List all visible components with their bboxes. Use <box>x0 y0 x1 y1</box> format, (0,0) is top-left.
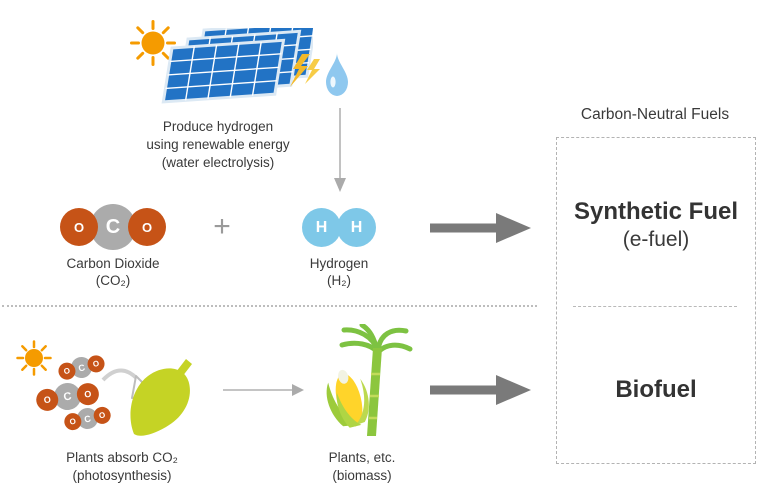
co2-molecule-icon: C O O <box>60 204 166 250</box>
renewable-caption-line3: (water electrolysis) <box>161 155 275 170</box>
co2-formula: (CO₂) <box>95 273 131 288</box>
oxygen-atom-left: O <box>60 208 98 246</box>
renewable-caption-line2: using renewable energy <box>146 137 290 152</box>
hydrogen-atom-label: H <box>350 218 363 236</box>
h2-formula: (H₂) <box>327 273 351 288</box>
biomass-label-line1: Plants, etc. <box>328 450 396 465</box>
absorb-label-line2: (photosynthesis) <box>72 468 172 483</box>
box-divider <box>573 306 737 307</box>
biomass-plant-icon <box>326 324 413 436</box>
synthetic-fuel-name: Synthetic Fuel <box>573 198 739 225</box>
thick-right-arrow-top-icon <box>430 213 531 243</box>
output-box-title: Carbon-Neutral Fuels <box>580 106 730 123</box>
h2-label: Hydrogen <box>309 256 369 271</box>
co2-label: Carbon Dioxide <box>66 256 160 271</box>
down-arrow-icon <box>334 108 346 192</box>
oxygen-atom-right: O <box>128 208 166 246</box>
hydrogen-atom-left: H <box>302 208 341 247</box>
leaf-icon <box>130 359 192 436</box>
thin-right-arrow-icon <box>223 384 304 396</box>
sun-icon <box>130 20 176 66</box>
water-drop-icon <box>326 53 348 96</box>
absorb-label-line1: Plants absorb CO₂ <box>66 450 178 465</box>
thick-right-arrow-bottom-icon <box>430 375 531 405</box>
sun-small-icon <box>16 340 52 376</box>
section-separator <box>2 305 537 307</box>
plus-sign: + <box>213 210 231 243</box>
biofuel-name: Biofuel <box>615 376 697 403</box>
oxygen-atom-label: O <box>141 219 153 235</box>
carbon-atom-label: C <box>105 215 121 238</box>
hydrogen-atom-right: H <box>337 208 376 247</box>
oxygen-atom-label: O <box>73 219 85 235</box>
h2-molecule-icon: H H <box>302 208 376 247</box>
renewable-caption-line1: Produce hydrogen <box>162 119 274 134</box>
hydrogen-atom-label: H <box>315 218 328 236</box>
lightning-icon <box>290 54 320 87</box>
synthetic-fuel-subname: (e-fuel) <box>622 228 690 251</box>
carbon-neutral-fuels-box: Synthetic Fuel (e-fuel) Biofuel <box>556 137 756 464</box>
biomass-label-line2: (biomass) <box>332 468 392 483</box>
